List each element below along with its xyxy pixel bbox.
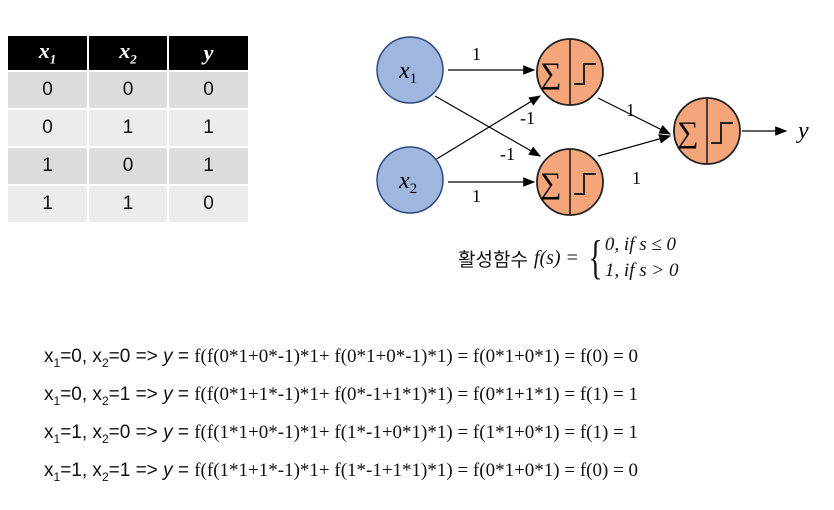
table-cell: 0 xyxy=(88,146,169,185)
table-cell: 1 xyxy=(88,184,169,222)
table-cell: 0 xyxy=(168,184,248,222)
step-icon xyxy=(711,122,733,144)
truth-table: x1 x2 y 0 0 0 0 1 1 1 0 1 1 1 0 xyxy=(8,36,248,222)
output-neuron: ∑ xyxy=(673,97,741,165)
edge-h2-out xyxy=(597,134,672,157)
table-cell: 1 xyxy=(168,146,248,185)
network-diagram: 1 -1 -1 1 1 1 x1 x2 ∑ ∑ ∑ y xyxy=(376,36,809,216)
svg-text:x2: x2 xyxy=(398,168,417,197)
step-icon xyxy=(574,63,596,85)
weight-label: -1 xyxy=(520,108,535,128)
weight-label: 1 xyxy=(472,186,481,206)
equation-line: x1=0, x2=1 => y = f(f(0*1+1*-1)*1+ f(0*-… xyxy=(44,384,639,408)
table-row: 0 1 1 xyxy=(8,108,248,147)
weight-label: 1 xyxy=(632,168,641,188)
equation-line: x1=1, x2=1 => y = f(f(1*1+1*-1)*1+ f(1*-… xyxy=(44,460,639,484)
equation-line: x1=1, x2=0 => y = f(f(1*1+0*-1)*1+ f(1*-… xyxy=(44,422,639,446)
activation-function: 활성함수 f(s) = { 0, if s ≤ 0 1, if s > 0 xyxy=(458,232,678,284)
equation-rhs: f(f(1*1+1*-1)*1+ f(1*-1+1*1)*1) = f(0*1+… xyxy=(194,460,639,481)
edge-h1-out xyxy=(597,97,672,135)
header-x1: x1 xyxy=(8,36,89,71)
table-cell: 1 xyxy=(88,108,169,147)
equals-sign: = xyxy=(566,246,578,269)
truth-table-header: x1 x2 y xyxy=(8,36,248,71)
activation-case-1: 0, if s ≤ 0 xyxy=(604,234,677,255)
table-cell: 1 xyxy=(8,146,89,185)
table-row: 0 0 0 xyxy=(8,70,248,109)
hidden-neuron-1: ∑ xyxy=(536,38,604,106)
svg-text:x1: x1 xyxy=(398,58,417,87)
table-cell: 1 xyxy=(8,184,89,222)
weight-label: 1 xyxy=(472,44,481,64)
hidden-neuron-2: ∑ xyxy=(536,148,604,216)
equation-rhs: f(f(0*1+0*-1)*1+ f(0*1+0*-1)*1) = f(0*1+… xyxy=(194,346,639,367)
table-cell: 0 xyxy=(8,70,89,109)
table-cell: 1 xyxy=(168,108,248,147)
sum-icon: ∑ xyxy=(677,116,698,149)
activation-cases: 0, if s ≤ 0 1, if s > 0 xyxy=(605,232,679,284)
edge-x1-h2 xyxy=(434,95,542,157)
edge-x2-h1 xyxy=(434,95,542,161)
brace-icon: { xyxy=(588,231,603,284)
table-cell: 0 xyxy=(168,70,248,109)
activation-case-2: 1, if s > 0 xyxy=(604,260,679,281)
table-row: 1 0 1 xyxy=(8,146,248,185)
sum-icon: ∑ xyxy=(540,57,561,90)
weight-label: -1 xyxy=(500,144,515,164)
sum-icon: ∑ xyxy=(540,167,561,200)
function-symbol: f(s) xyxy=(533,246,561,269)
input-node-x1: x1 xyxy=(376,36,444,104)
equation-rhs: f(f(1*1+0*-1)*1+ f(1*-1+0*1)*1) = f(1*1+… xyxy=(194,422,639,443)
equation-rhs: f(f(0*1+1*-1)*1+ f(0*-1+1*1)*1) = f(0*1+… xyxy=(194,384,639,405)
output-label: y xyxy=(796,118,809,144)
weight-label: 1 xyxy=(626,100,635,120)
table-cell: 0 xyxy=(8,108,89,147)
header-y: y xyxy=(168,36,248,71)
table-cell: 0 xyxy=(88,70,169,109)
evaluation-equations: x1=0, x2=0 => y = f(f(0*1+0*-1)*1+ f(0*1… xyxy=(44,338,638,490)
header-x2: x2 xyxy=(88,36,169,71)
table-row: 1 1 0 xyxy=(8,184,248,222)
step-icon xyxy=(574,173,596,195)
equation-line: x1=0, x2=0 => y = f(f(0*1+0*-1)*1+ f(0*1… xyxy=(44,346,639,370)
activation-label: 활성함수 xyxy=(458,248,528,271)
input-node-x2: x2 xyxy=(376,146,444,214)
